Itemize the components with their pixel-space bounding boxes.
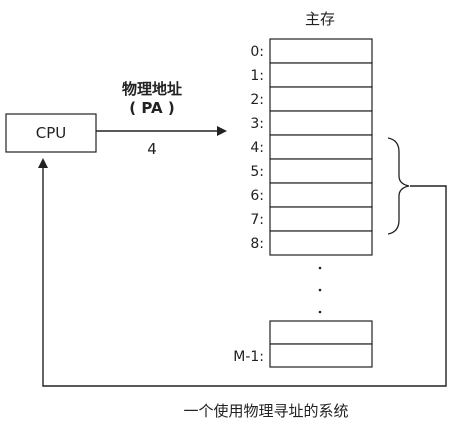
memory-cell-3 [269, 110, 373, 136]
memory-cell-4 [269, 134, 373, 160]
memory-label-4: 4: [250, 140, 264, 156]
memory-last-block: M-1: [233, 320, 373, 368]
memory-label-3: 3: [250, 116, 264, 132]
data-return-arrow [38, 158, 447, 387]
word-brace [387, 137, 410, 235]
physical-address-label: 物理地址 [122, 80, 182, 98]
physical-address-abbrev: ( PA ) [129, 99, 174, 117]
memory-label-2: 2: [250, 92, 264, 108]
memory-cell-8 [269, 230, 373, 256]
cpu-label: CPU [36, 124, 67, 142]
memory-cell-6 [269, 182, 373, 208]
memory-cell-2 [269, 86, 373, 112]
cpu-box [5, 113, 97, 153]
memory-cell-0 [269, 38, 373, 64]
caption: 一个使用物理寻址的系统 [183, 402, 348, 420]
memory-cell-5 [269, 158, 373, 184]
memory-label-7: 7: [250, 212, 264, 228]
address-value: 4 [147, 140, 157, 158]
memory-label-m-1: M-1: [233, 349, 264, 365]
memory-cell-m-1 [269, 343, 373, 368]
memory-label-1: 1: [250, 68, 264, 84]
memory-label-5: 5: [250, 164, 264, 180]
memory-cell-1 [269, 62, 373, 88]
memory-cell-7 [269, 206, 373, 232]
memory-label-8: 8: [250, 236, 264, 252]
continuation-dots [318, 266, 322, 314]
memory-label-6: 6: [250, 188, 264, 204]
memory-cells: 0: 1: 2: 3: 4: 5: 6: 7: 8: [250, 38, 373, 256]
memory-title: 主存 [305, 10, 335, 28]
memory-label-0: 0: [250, 44, 264, 60]
memory-cell-upper [269, 320, 373, 345]
